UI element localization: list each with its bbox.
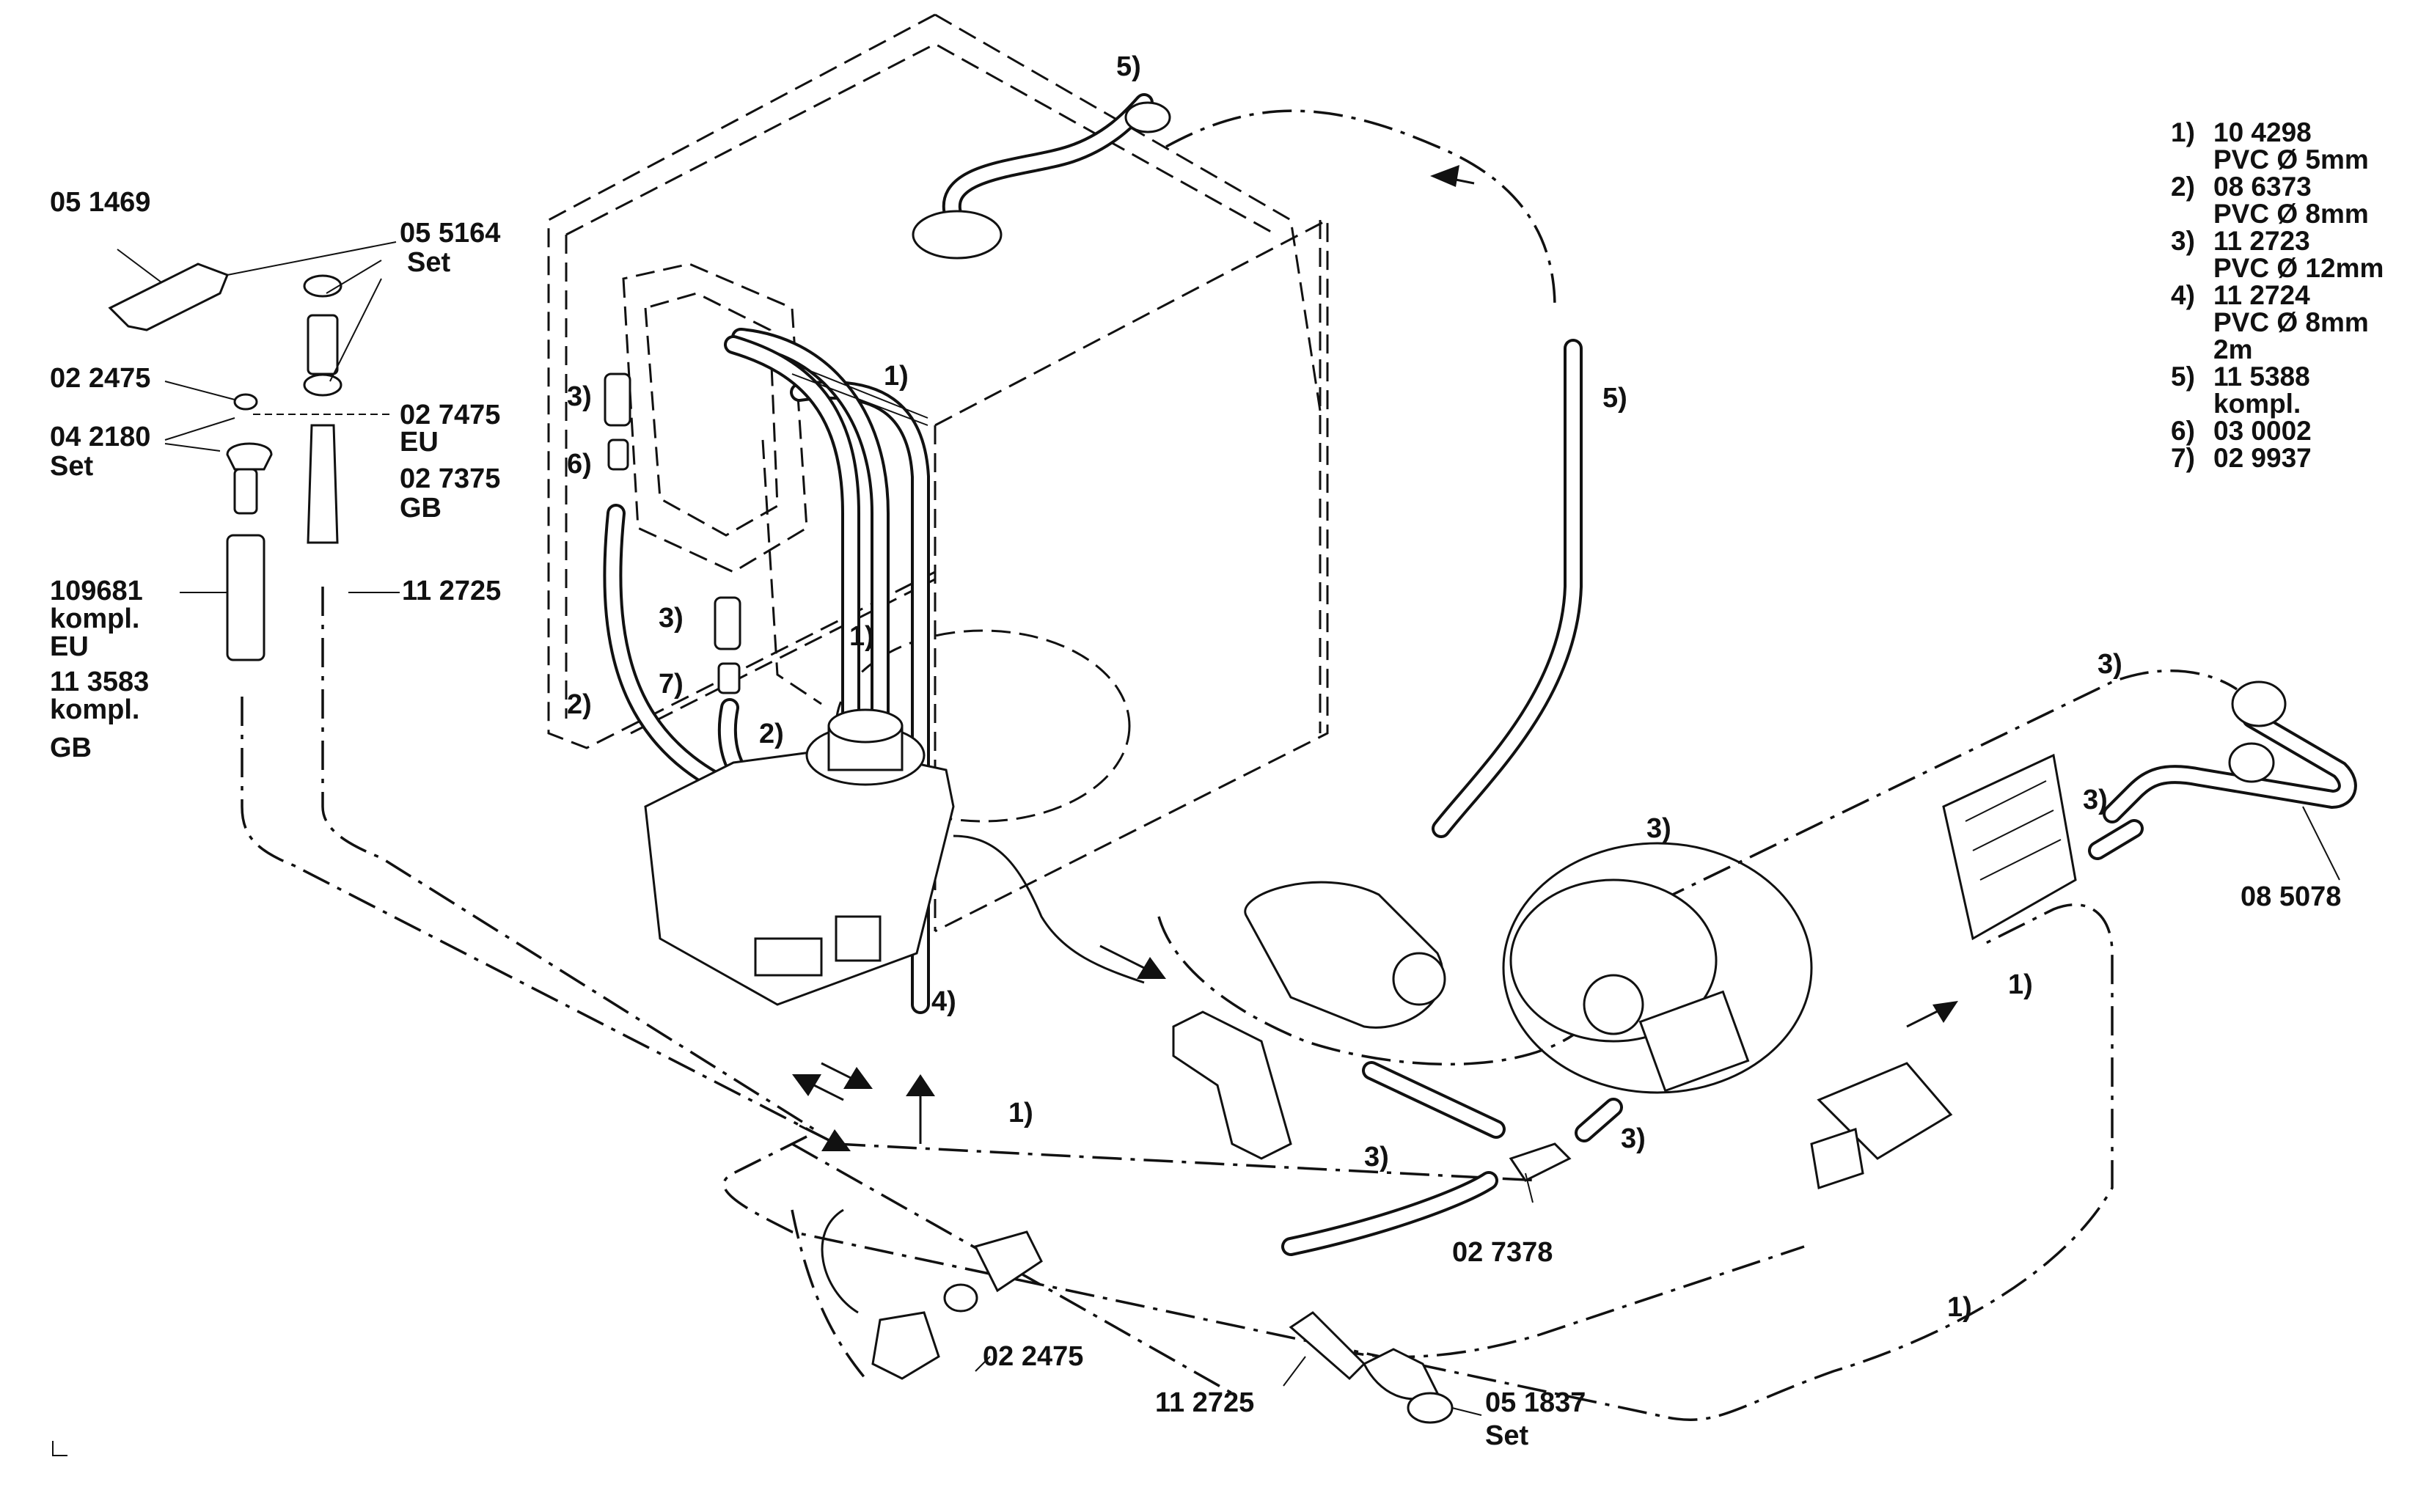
legend-3-code: 11 2723 <box>2213 226 2310 256</box>
callout-1-right: 1) <box>2008 969 2033 1000</box>
label-051837: 05 1837 <box>1485 1387 1586 1418</box>
label-055164: 05 5164 <box>400 218 500 249</box>
legend-4-code: 11 2724 <box>2213 280 2310 310</box>
routing-lines <box>241 109 2238 1421</box>
leader-lines <box>117 241 2340 1416</box>
corner-mark <box>52 1441 67 1456</box>
callout-3-low2: 3) <box>1621 1123 1646 1154</box>
callouts: 5) 5) 1) 3) 6) 3) 7) 1) 2) 2) 4) 3) 3) 3… <box>567 51 2122 1323</box>
label-042180: 04 2180 <box>50 422 150 452</box>
right-components <box>1942 680 2357 941</box>
label-gb-2: GB <box>50 733 92 763</box>
callout-2-a: 2) <box>567 689 592 720</box>
label-eu-1: EU <box>400 427 439 458</box>
legend-4-extra: 2m <box>2213 334 2252 364</box>
left-parts <box>108 263 342 661</box>
legend-1-spec: PVC Ø 5mm <box>2213 144 2369 175</box>
label-109681: 109681 <box>50 576 143 606</box>
label-set-3: Set <box>1485 1420 1528 1451</box>
label-027475: 02 7475 <box>400 400 500 430</box>
callout-6: 6) <box>567 449 592 480</box>
hose-5-top <box>912 93 1171 260</box>
legend-3-num: 3) <box>2171 226 2195 256</box>
label-027375: 02 7375 <box>400 463 500 494</box>
callout-4: 4) <box>931 986 956 1017</box>
legend: 1) 10 4298 PVC Ø 5mm 2) 08 6373 PVC Ø 8m… <box>2171 117 2384 473</box>
legend-2-code: 08 6373 <box>2213 172 2312 202</box>
legend-2-num: 2) <box>2171 172 2195 202</box>
label-112725-a: 11 2725 <box>402 576 501 606</box>
legend-4-num: 4) <box>2171 280 2195 310</box>
label-113583: 11 3583 <box>50 667 149 697</box>
label-051469: 05 1469 <box>50 187 150 218</box>
callout-5-top: 5) <box>1116 51 1141 82</box>
flow-arrows <box>792 165 1958 1151</box>
legend-5-spec: kompl. <box>2213 389 2301 419</box>
tub-outline <box>547 13 1329 933</box>
legend-6-num: 6) <box>2171 416 2195 446</box>
label-027378: 02 7378 <box>1452 1237 1553 1268</box>
callout-1-bottom: 1) <box>1947 1292 1972 1323</box>
label-022475-a: 02 2475 <box>50 363 150 394</box>
callout-3-top: 3) <box>2098 649 2122 680</box>
legend-5-code: 11 5388 <box>2213 362 2310 392</box>
part-labels: 05 1469 05 5164 Set 02 2475 04 2180 Set … <box>50 187 2341 1451</box>
legend-4-spec: PVC Ø 8mm <box>2213 307 2369 337</box>
label-gb-1: GB <box>400 493 442 524</box>
label-set-2: Set <box>50 451 93 482</box>
label-112725-b: 11 2725 <box>1155 1387 1254 1418</box>
callout-3-b: 3) <box>659 603 684 634</box>
bottom-parts <box>821 1208 1454 1424</box>
callout-1-top: 1) <box>884 361 909 392</box>
callout-3-center: 3) <box>1646 813 1671 844</box>
legend-2-spec: PVC Ø 8mm <box>2213 199 2369 229</box>
hose-5-right <box>1432 339 1583 838</box>
callout-5-right: 5) <box>1602 383 1627 414</box>
label-set-1: Set <box>407 247 450 278</box>
callout-2-b: 2) <box>759 719 784 749</box>
legend-7-num: 7) <box>2171 443 2195 473</box>
legend-1-num: 1) <box>2171 117 2195 147</box>
label-022475-b: 02 2475 <box>983 1341 1083 1372</box>
callout-1-low: 1) <box>1008 1098 1033 1129</box>
callout-1-mid: 1) <box>849 621 874 652</box>
legend-1-code: 10 4298 <box>2213 117 2312 147</box>
legend-7-code: 02 9937 <box>2213 443 2312 473</box>
callout-3-low: 3) <box>1364 1142 1389 1172</box>
label-kompl-2: kompl. <box>50 694 139 725</box>
callout-3-a: 3) <box>567 381 592 412</box>
callout-7: 7) <box>659 669 684 700</box>
callout-3-right: 3) <box>2083 785 2108 815</box>
label-eu-2: EU <box>50 631 89 662</box>
middle-components <box>1172 842 1953 1256</box>
label-kompl-1: kompl. <box>50 603 139 634</box>
legend-6-code: 03 0002 <box>2213 416 2312 446</box>
legend-3-spec: PVC Ø 12mm <box>2213 253 2384 283</box>
legend-5-num: 5) <box>2171 362 2195 392</box>
label-085078: 08 5078 <box>2241 881 2341 912</box>
pump-assembly <box>644 708 1145 1006</box>
